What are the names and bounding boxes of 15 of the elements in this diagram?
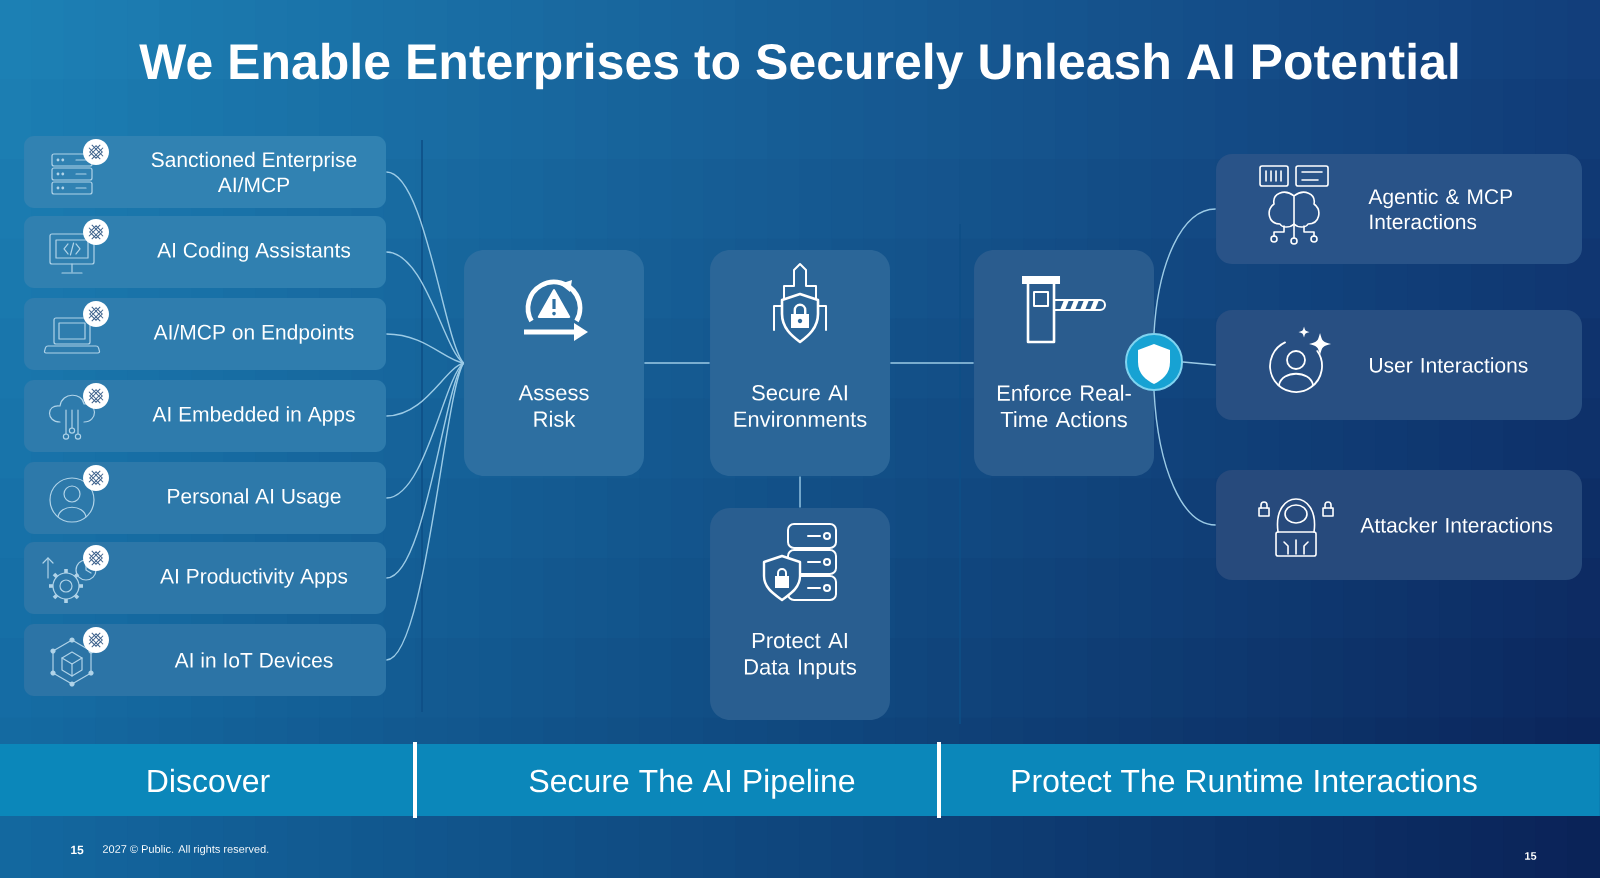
category-card: Sanctioned Enterprise AI/MCP xyxy=(24,136,386,208)
category-card: AI Coding Assistants xyxy=(24,216,386,288)
step-card: Enforce Real-Time Actions xyxy=(974,250,1154,476)
interaction-card: User Interactions xyxy=(1216,310,1582,420)
category-card: AI in IoT Devices xyxy=(24,624,386,696)
step-card: Protect AI Data Inputs xyxy=(710,508,890,720)
category-card: AI Productivity Apps xyxy=(24,542,386,614)
category-card: Personal AI Usage xyxy=(24,462,386,534)
category-card: AI/MCP on Endpoints xyxy=(24,298,386,370)
step-card: Assess Risk xyxy=(464,250,644,476)
interaction-card: Agentic & MCP Interactions xyxy=(1216,154,1582,264)
title: We Enable Enterprises to Securely Unleash AI Potential xyxy=(139,42,1458,90)
step-card: Secure AI Environments xyxy=(710,250,890,476)
interaction-card: Attacker Interactions xyxy=(1216,470,1582,580)
category-card: AI Embedded in Apps xyxy=(24,380,386,452)
